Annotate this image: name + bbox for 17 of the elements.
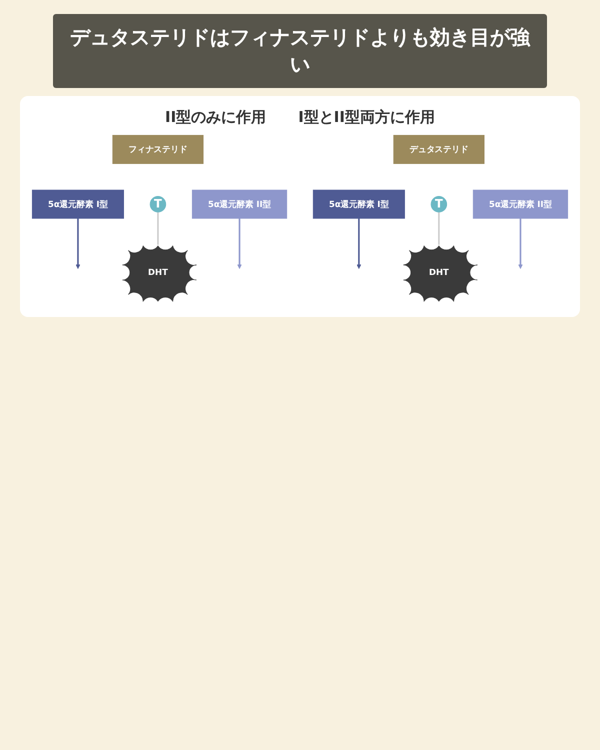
node-box: 5α還元酵素 I型: [312, 190, 405, 219]
note-text: I型とII型両方に作用: [298, 108, 435, 127]
node-box: 5α還元酵素 II型: [192, 190, 288, 219]
node-box: フィナステリド: [112, 134, 204, 164]
arrow: [518, 218, 523, 269]
node-box: 5α還元酵素 II型: [472, 190, 568, 219]
connector: [157, 212, 159, 245]
title-banner: デュタステリドはフィナステリドよりも効き目が強い: [53, 14, 547, 88]
arrow: [237, 218, 242, 269]
arrow: [76, 218, 80, 269]
arrow: [356, 218, 362, 269]
node-box: デュタステリド: [393, 134, 484, 164]
note-text: II型のみに作用: [165, 108, 266, 127]
node-circle: T: [430, 196, 448, 212]
node-circle: T: [150, 196, 166, 212]
node-box: 5α還元酵素 I型: [32, 190, 124, 219]
connector: [438, 212, 440, 245]
